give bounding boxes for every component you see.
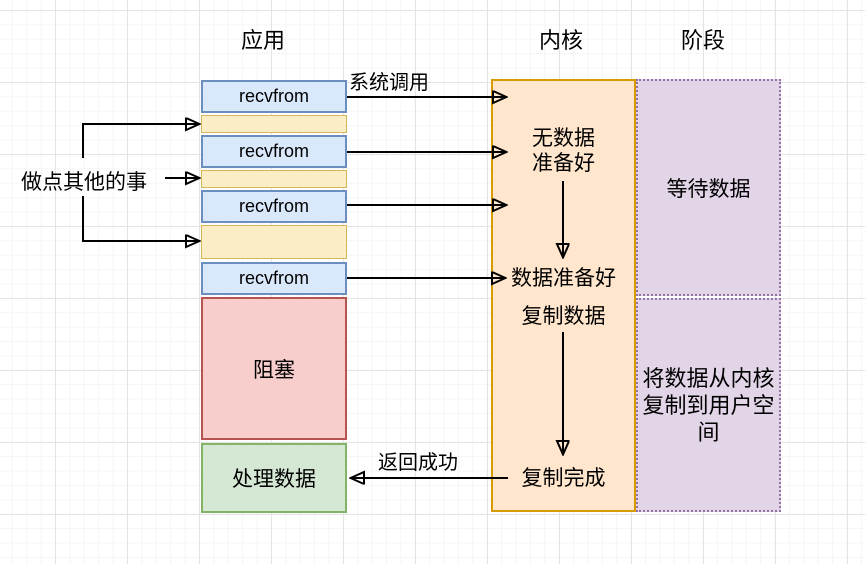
data-ready-text: 数据准备好 [511,267,616,290]
no-data-line-1: 无数据 [532,127,595,150]
recvfrom-box-1: recvfrom [201,80,347,113]
system-call-label: 系统调用 [349,72,429,94]
no-data-ready-text: 无数据 准备好 [491,126,636,176]
wait-data-stage-box: 等待数据 [636,79,781,296]
process-data-label: 处理数据 [232,468,316,491]
do-other-things-label: 做点其他的事 [21,171,147,194]
other-work-slot-2 [201,170,347,188]
recvfrom-label: recvfrom [238,141,309,161]
copy-stage-line-2: 复制到用户空 [642,392,775,418]
other-work-slot-3 [201,225,347,259]
copy-stage-box: 将数据从内核 复制到用户空 间 [636,298,781,512]
copy-stage-line-1: 将数据从内核 [642,365,775,391]
blocking-label: 阻塞 [253,358,295,382]
copy-stage-line-3: 间 [697,419,720,445]
recvfrom-box-2: recvfrom [201,135,347,168]
other-work-arrow-bottom [82,196,199,241]
header-kernel: 内核 [538,28,583,53]
recvfrom-label: recvfrom [238,268,309,288]
header-stage: 阶段 [680,28,725,53]
other-work-arrow-top [82,124,199,158]
process-data-box: 处理数据 [201,443,347,513]
copy-done-text: 复制完成 [521,467,606,490]
other-work-slot-1 [201,115,347,133]
wait-data-label: 等待数据 [666,177,751,201]
recvfrom-box-4: recvfrom [201,262,347,295]
return-success-label: 返回成功 [378,452,458,474]
recvfrom-label: recvfrom [238,196,309,216]
copy-data-text: 复制数据 [521,305,606,328]
blocking-box: 阻塞 [201,297,347,440]
recvfrom-label: recvfrom [238,86,309,106]
copy-stage-label: 将数据从内核 复制到用户空 间 [642,365,774,446]
header-application: 应用 [240,28,285,53]
no-data-line-2: 准备好 [532,152,595,175]
recvfrom-box-3: recvfrom [201,190,347,223]
